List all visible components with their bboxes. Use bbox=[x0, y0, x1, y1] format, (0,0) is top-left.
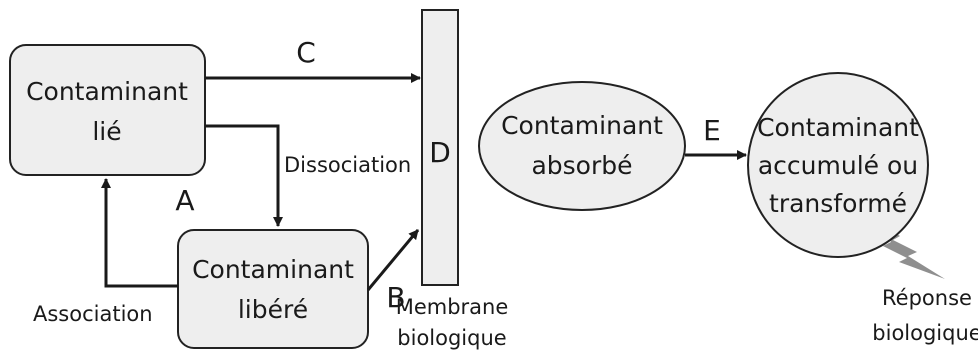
released-contaminant-box: Contaminant libéré bbox=[177, 229, 369, 349]
released-contaminant-label-line2: libéré bbox=[238, 295, 308, 324]
membrane-label-line2: biologique bbox=[397, 326, 506, 350]
bound-contaminant-label-line2: lié bbox=[92, 117, 121, 146]
released-contaminant-label-line1: Contaminant bbox=[192, 255, 354, 284]
absorbed-contaminant-oval: Contaminant absorbé bbox=[478, 81, 686, 211]
association-arrow bbox=[101, 178, 178, 288]
arrow-c-letter: C bbox=[296, 36, 316, 69]
membrane-label-line1: Membrane bbox=[396, 295, 509, 319]
accumulated-contaminant-circle: Contaminant accumulé ou transformé bbox=[747, 72, 929, 258]
dissociation-label: Dissociation bbox=[284, 153, 411, 177]
bound-contaminant-label-line1: Contaminant bbox=[26, 77, 188, 106]
accumulated-label-line1: Contaminant bbox=[757, 113, 919, 142]
membrane-letter-d: D bbox=[429, 136, 451, 169]
dissociation-arrow bbox=[205, 124, 283, 227]
bound-contaminant-box: Contaminant lié bbox=[9, 44, 206, 176]
arrow-a-letter: A bbox=[175, 184, 194, 217]
arrow-b bbox=[366, 229, 420, 291]
association-label: Association bbox=[33, 302, 153, 326]
absorbed-label-line1: Contaminant bbox=[501, 111, 663, 140]
absorbed-label-line2: absorbé bbox=[531, 151, 632, 180]
accumulated-label-line2: accumulé ou bbox=[758, 151, 918, 180]
response-label-line1: Réponse bbox=[882, 286, 972, 310]
response-label-line2: biologique bbox=[872, 321, 978, 345]
arrow-b-letter: B bbox=[386, 281, 405, 314]
accumulated-label-line3: transformé bbox=[769, 189, 907, 218]
arrow-e-letter: E bbox=[703, 114, 721, 147]
biological-membrane: D Membrane biologique bbox=[396, 9, 509, 350]
